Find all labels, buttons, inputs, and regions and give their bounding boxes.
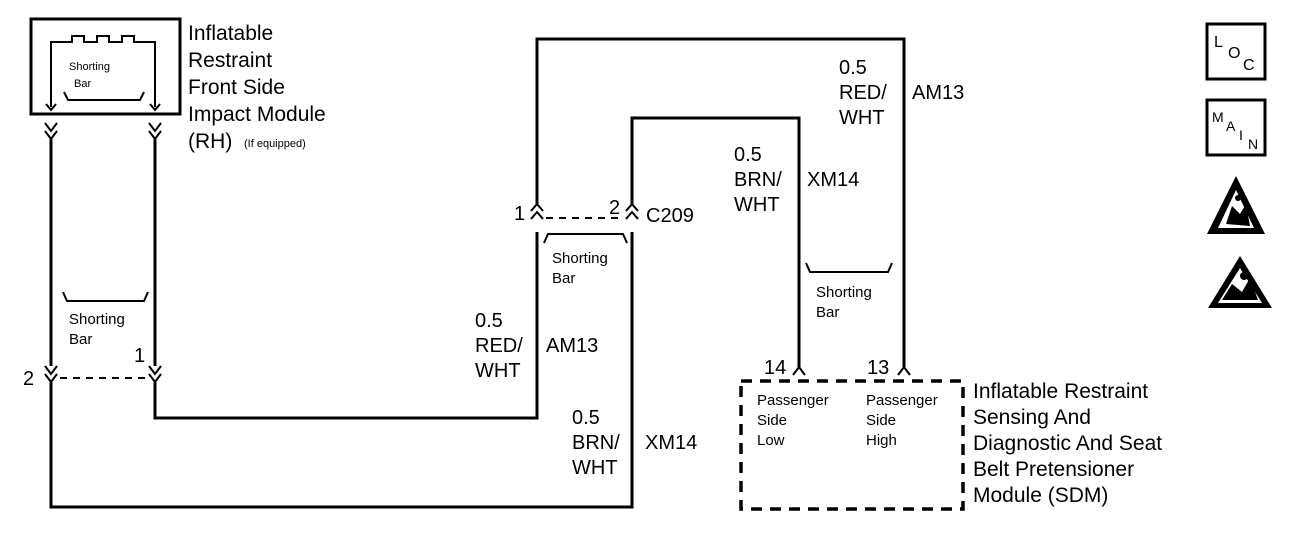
if-equipped-note: (If equipped) <box>244 138 306 150</box>
rh-inline-connector: Shorting Bar 2 1 <box>23 291 162 390</box>
svg-text:Front Side: Front Side <box>188 76 285 99</box>
c209-shorting-bar <box>543 233 628 244</box>
svg-text:AM13: AM13 <box>546 335 598 357</box>
svg-text:N: N <box>1248 136 1258 152</box>
pin14-label-2: Side <box>757 412 787 429</box>
svg-text:0.5: 0.5 <box>734 144 762 166</box>
pin14-label-1: Passenger <box>757 392 829 409</box>
svg-text:BRN/: BRN/ <box>572 432 620 454</box>
svg-text:M: M <box>1212 109 1224 125</box>
side-impact-module-rh: Shorting Bar <box>29 17 182 116</box>
wire-label-am13-top: 0.5 RED/ WHT AM13 <box>839 57 964 129</box>
c209-connector: 1 2 C209 Shorting Bar <box>514 197 694 287</box>
wire-label-am13-mid: 0.5 RED/ WHT AM13 <box>475 310 598 382</box>
svg-text:BRN/: BRN/ <box>734 169 782 191</box>
svg-text:0.5: 0.5 <box>475 310 503 332</box>
svg-text:XM14: XM14 <box>807 169 859 191</box>
wire-label-xm14-bottom: 0.5 BRN/ WHT XM14 <box>572 407 697 479</box>
svg-text:L: L <box>1214 34 1223 51</box>
svg-text:Module (SDM): Module (SDM) <box>973 484 1108 507</box>
svg-text:C: C <box>1243 57 1255 74</box>
c209-pin-1: 1 <box>514 203 525 225</box>
module-shorting-bar <box>63 91 145 101</box>
wire-label-xm14-top: 0.5 BRN/ WHT XM14 <box>734 144 859 216</box>
sdm-shorting-label-2: Bar <box>816 304 839 321</box>
svg-text:A: A <box>1226 118 1236 134</box>
svg-text:O: O <box>1228 45 1240 62</box>
rh-shorting-label-1: Shorting <box>69 311 125 328</box>
sdm-title: Inflatable Restraint Sensing And Diagnos… <box>973 380 1162 507</box>
rh-pin-1: 1 <box>134 345 145 367</box>
esd-warning-icon <box>1207 176 1265 234</box>
c209-shorting-label-2: Bar <box>552 270 575 287</box>
rh-pin-2: 2 <box>23 368 34 390</box>
airbag-warning-icon <box>1208 256 1272 308</box>
pin13-label-1: Passenger <box>866 392 938 409</box>
sdm-connector: Shorting Bar 14 13 <box>764 262 911 379</box>
pin13-label-3: High <box>866 432 897 449</box>
module-shorting-label-1: Shorting <box>69 61 110 73</box>
svg-text:0.5: 0.5 <box>572 407 600 429</box>
svg-text:Restraint: Restraint <box>188 49 272 72</box>
svg-text:XM14: XM14 <box>645 432 697 454</box>
sdm-pin-14: 14 <box>764 357 786 379</box>
svg-text:Inflatable Restraint: Inflatable Restraint <box>973 380 1148 403</box>
sdm-pin-13: 13 <box>867 357 889 379</box>
svg-text:AM13: AM13 <box>912 82 964 104</box>
sdm-shorting-label-1: Shorting <box>816 284 872 301</box>
svg-text:Belt Pretensioner: Belt Pretensioner <box>973 458 1134 481</box>
c209-label: C209 <box>646 205 694 227</box>
module-harness-terminals <box>44 122 162 141</box>
wire-xm14 <box>49 116 801 509</box>
svg-text:I: I <box>1239 127 1243 143</box>
module-shorting-label-2: Bar <box>74 78 91 90</box>
svg-text:WHT: WHT <box>572 457 618 479</box>
svg-text:Diagnostic And Seat: Diagnostic And Seat <box>973 432 1162 455</box>
svg-text:(RH): (RH) <box>188 130 232 153</box>
module-rh-title: Inflatable Restraint Front Side Impact M… <box>188 22 326 153</box>
svg-text:Sensing And: Sensing And <box>973 406 1091 429</box>
rh-shorting-label-2: Bar <box>69 331 92 348</box>
pin14-label-3: Low <box>757 432 785 449</box>
svg-text:RED/: RED/ <box>839 82 887 104</box>
svg-text:WHT: WHT <box>839 107 885 129</box>
pin13-label-2: Side <box>866 412 896 429</box>
sdm-shorting-bar <box>805 262 893 273</box>
c209-pin-2: 2 <box>609 197 620 219</box>
main-icon: M A I N <box>1205 98 1267 157</box>
svg-text:WHT: WHT <box>734 194 780 216</box>
rh-shorting-bar <box>62 291 149 302</box>
sdm-module: Passenger Side Low Passenger Side High <box>739 379 965 511</box>
svg-text:0.5: 0.5 <box>839 57 867 79</box>
svg-text:RED/: RED/ <box>475 335 523 357</box>
loc-icon: L O C <box>1205 22 1267 81</box>
svg-text:WHT: WHT <box>475 360 521 382</box>
svg-text:Impact Module: Impact Module <box>188 103 326 126</box>
svg-text:Inflatable: Inflatable <box>188 22 273 45</box>
c209-shorting-label-1: Shorting <box>552 250 608 267</box>
wire-am13 <box>153 37 906 420</box>
